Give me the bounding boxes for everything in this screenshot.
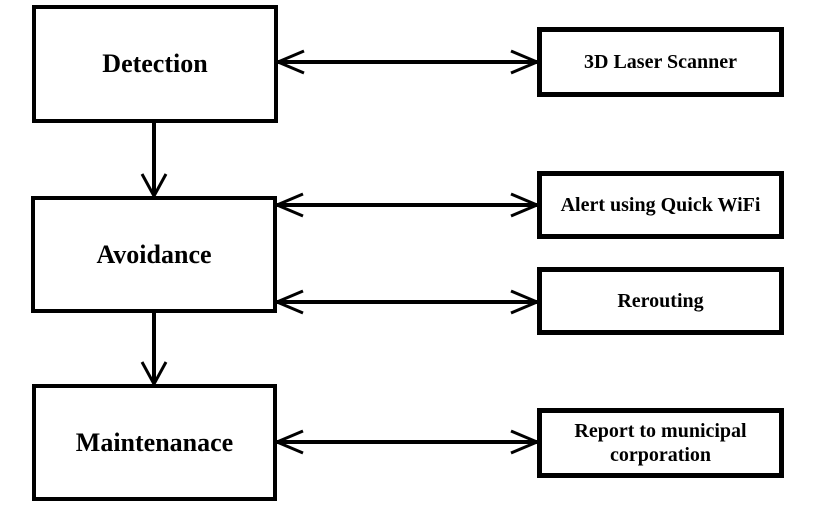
node-rerouting: Rerouting — [537, 267, 784, 335]
node-avoidance: Avoidance — [31, 196, 277, 313]
arrow-detection-avoidance — [140, 123, 168, 200]
node-alert-quick-wifi-label: Alert using Quick WiFi — [560, 194, 761, 216]
arrow-maintenance-report — [273, 429, 541, 455]
node-rerouting-label: Rerouting — [617, 290, 704, 312]
node-report-municipal: Report to municipal corporation — [537, 408, 784, 478]
arrow-avoidance-alert — [273, 192, 541, 218]
arrow-avoidance-rerouting — [273, 289, 541, 315]
node-maintenance: Maintenanace — [32, 384, 277, 501]
node-3d-laser-scanner: 3D Laser Scanner — [537, 27, 784, 97]
arrow-avoidance-maintenance — [140, 313, 168, 388]
node-detection-label: Detection — [102, 49, 208, 78]
node-3d-laser-scanner-label: 3D Laser Scanner — [584, 51, 737, 73]
arrow-detection-scanner — [274, 49, 541, 75]
node-report-municipal-label: Report to municipal corporation — [574, 420, 747, 466]
node-avoidance-label: Avoidance — [96, 239, 212, 269]
node-alert-quick-wifi: Alert using Quick WiFi — [537, 171, 784, 239]
node-maintenance-label: Maintenanace — [75, 427, 234, 457]
node-detection: Detection — [32, 5, 278, 123]
